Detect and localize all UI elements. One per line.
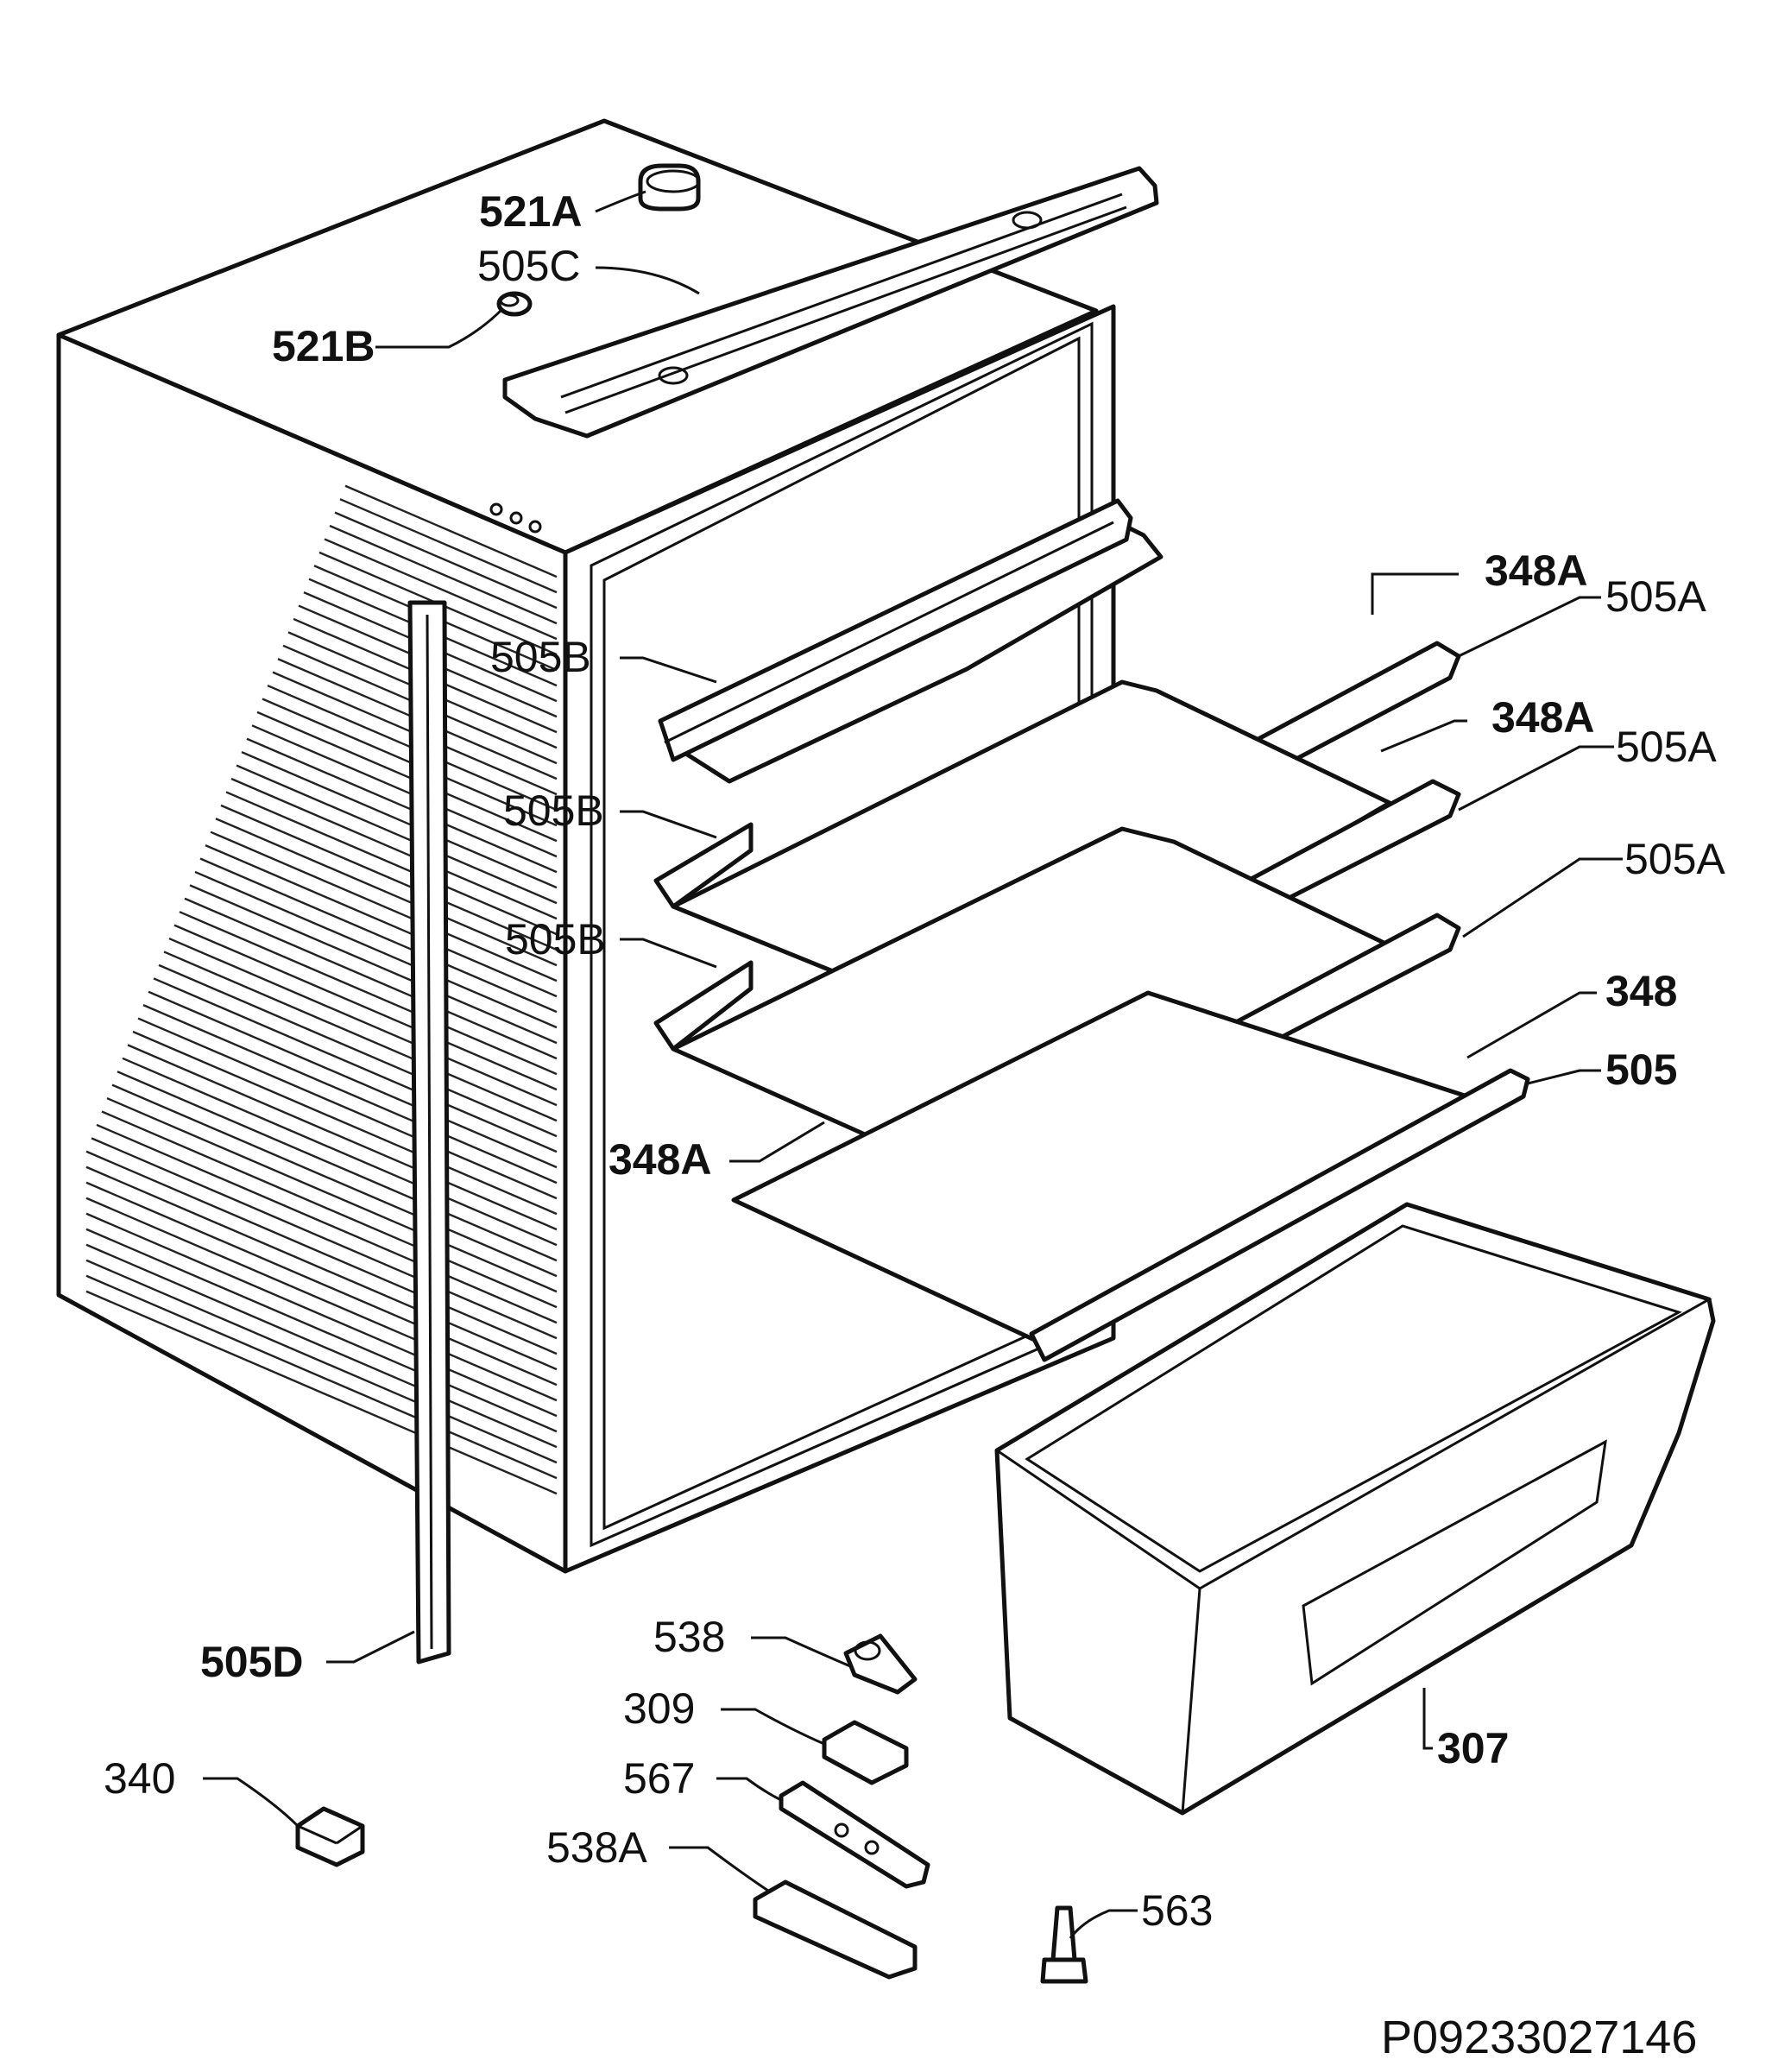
hatch-line bbox=[101, 1110, 558, 1309]
label-505D: 505D bbox=[200, 1638, 304, 1686]
hatch-line bbox=[111, 1083, 558, 1278]
hatch-line bbox=[324, 538, 558, 641]
hatch-line bbox=[344, 484, 558, 578]
hatch-line bbox=[329, 524, 558, 625]
hatch-line bbox=[153, 977, 558, 1153]
hatch-line bbox=[117, 1071, 558, 1262]
hatch-line bbox=[85, 1181, 558, 1387]
hatch-line bbox=[85, 1274, 558, 1480]
hatch-line bbox=[127, 1044, 558, 1231]
hatch-line bbox=[173, 924, 558, 1091]
knob-521B bbox=[496, 291, 533, 317]
hatch-line bbox=[168, 937, 558, 1107]
door-seal-505D bbox=[407, 600, 451, 1665]
hatch-line bbox=[225, 791, 558, 936]
hatch-line bbox=[142, 1004, 558, 1184]
drawing-code: P09233027146 bbox=[1381, 2012, 1697, 2063]
label-538A: 538A bbox=[546, 1823, 647, 1872]
hatch-line bbox=[230, 777, 558, 920]
label-307: 307 bbox=[1437, 1724, 1509, 1772]
label-563: 563 bbox=[1141, 1886, 1213, 1935]
hatch-line bbox=[246, 737, 558, 874]
hatch-line bbox=[189, 884, 558, 1045]
label-309: 309 bbox=[623, 1684, 695, 1733]
hatch-line bbox=[163, 951, 558, 1122]
hatch-line bbox=[334, 511, 558, 610]
knob-521A bbox=[638, 163, 701, 212]
hatch-line bbox=[215, 818, 558, 967]
hatch-line bbox=[256, 711, 558, 843]
hatch-line bbox=[85, 1197, 558, 1402]
screw-563 bbox=[1040, 1905, 1088, 1984]
hinge-538 bbox=[843, 1633, 918, 1695]
strip-505 bbox=[1029, 1068, 1530, 1362]
label-348A-3: 348A bbox=[609, 1135, 712, 1184]
part-labels: 521A 505C 521B 348A 505A 505B 348A 505A … bbox=[104, 187, 1725, 2063]
label-567: 567 bbox=[623, 1754, 695, 1803]
crisper-drawer-307 bbox=[994, 1202, 1716, 1816]
hatch-line bbox=[158, 963, 558, 1138]
hatch-line bbox=[241, 751, 558, 889]
hatch-line bbox=[194, 870, 558, 1029]
label-505B-2: 505B bbox=[503, 786, 604, 835]
block-340 bbox=[295, 1806, 365, 1867]
label-538: 538 bbox=[653, 1613, 725, 1661]
label-521A: 521A bbox=[479, 187, 583, 236]
hatch-line bbox=[137, 1017, 558, 1200]
label-505B-1: 505B bbox=[490, 633, 591, 681]
label-348A-1: 348A bbox=[1485, 546, 1588, 595]
label-348A-2: 348A bbox=[1491, 693, 1595, 742]
plate-567 bbox=[779, 1780, 930, 1889]
hinge-plate-538A bbox=[753, 1879, 918, 1980]
hatch-line bbox=[85, 1290, 558, 1495]
label-505B-3: 505B bbox=[505, 915, 606, 963]
hatch-line bbox=[85, 1259, 558, 1464]
hatch-line bbox=[122, 1057, 558, 1247]
hatch-line bbox=[339, 498, 558, 594]
bracket-309 bbox=[822, 1720, 909, 1785]
hatch-line bbox=[85, 1150, 558, 1355]
label-505C: 505C bbox=[477, 242, 581, 290]
label-348: 348 bbox=[1605, 967, 1677, 1015]
hatch-line bbox=[148, 990, 558, 1169]
hatch-line bbox=[85, 1228, 558, 1433]
hatch-line bbox=[91, 1137, 558, 1340]
hatch-line bbox=[205, 843, 558, 998]
label-340: 340 bbox=[104, 1754, 175, 1803]
label-505: 505 bbox=[1605, 1045, 1677, 1094]
top-rail-505C bbox=[502, 166, 1159, 439]
label-505A-1: 505A bbox=[1605, 572, 1706, 621]
label-521B: 521B bbox=[272, 322, 375, 370]
hatch-line bbox=[199, 857, 558, 1014]
hatch-line bbox=[210, 831, 558, 982]
hatch-line bbox=[179, 911, 558, 1076]
hatch-line bbox=[236, 764, 558, 905]
hatch-line bbox=[85, 1243, 558, 1449]
leader-lines bbox=[203, 190, 1623, 1939]
hatch-line bbox=[85, 1166, 558, 1371]
label-505A-3: 505A bbox=[1624, 835, 1725, 883]
hatch-line bbox=[132, 1030, 558, 1216]
label-505A-2: 505A bbox=[1616, 723, 1717, 771]
hatch-line bbox=[251, 724, 558, 858]
hatch-line bbox=[106, 1096, 558, 1293]
hatch-line bbox=[220, 804, 558, 951]
hatch-line bbox=[85, 1212, 558, 1418]
hatch-line bbox=[96, 1123, 558, 1324]
hatch-line bbox=[184, 897, 558, 1060]
